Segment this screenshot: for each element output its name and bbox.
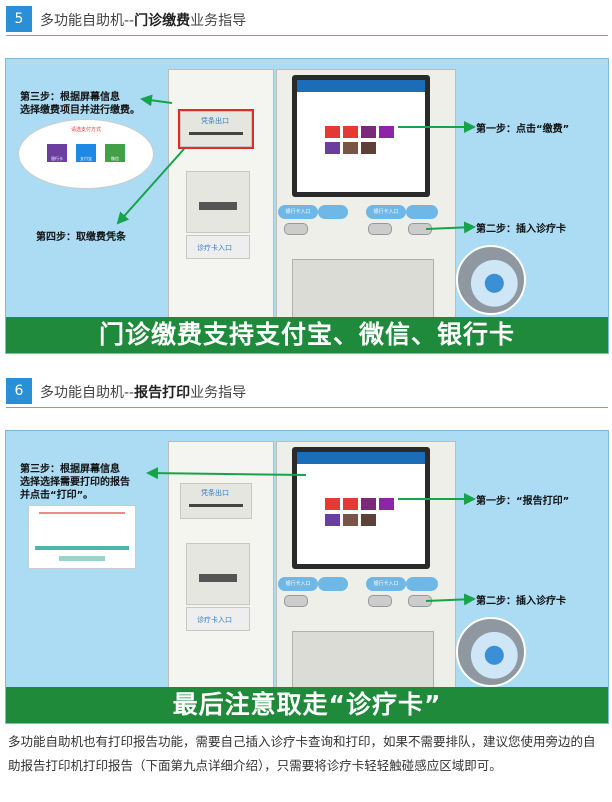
card-slot-button xyxy=(318,577,348,591)
kiosk-screen xyxy=(297,452,425,564)
section-5-header: 5 多功能自助机--门诊缴费业务指导 xyxy=(6,6,608,36)
pay-option-alipay: 支付宝 xyxy=(76,144,96,162)
report-list-thumbnail xyxy=(28,505,136,569)
arrow-step-2 xyxy=(425,221,476,234)
doc-print-button xyxy=(59,556,105,561)
step-arrows xyxy=(146,467,476,606)
screen-header xyxy=(297,80,425,92)
screen-tile xyxy=(361,514,376,526)
screen-tile xyxy=(325,126,340,138)
screen-tile xyxy=(343,142,358,154)
card-insert-photo xyxy=(456,617,526,687)
kiosk-screen xyxy=(297,80,425,192)
payment-method-popup: 请选支付方式 银行卡 支付宝 微信 xyxy=(18,119,154,189)
card-slot xyxy=(284,595,308,607)
step-2-instruction: 第二步：插入诊疗卡 xyxy=(476,596,566,607)
card-label-small: 诊疗卡入口 xyxy=(197,244,232,252)
popup-title: 请选支付方式 xyxy=(70,127,101,133)
payment-banner: 门诊缴费支持支付宝、微信、银行卡 xyxy=(6,317,608,353)
step-3-instruction: 第三步：根据屏幕信息 选择选择需要打印的报告 并点击“打印”。 xyxy=(20,464,130,501)
screen-tile xyxy=(325,514,340,526)
payment-guide-illustration: 凭条出口 诊疗卡入口 银行卡入口 银行卡入口 请选支付方式 银行卡 支付宝 xyxy=(5,58,609,354)
section-number: 5 xyxy=(6,6,32,32)
receipt-slot-panel: 凭条出口 xyxy=(180,111,252,147)
card-slot xyxy=(368,223,392,235)
screen-tile xyxy=(361,126,376,138)
card-slot xyxy=(368,595,392,607)
receipt-slot xyxy=(189,132,243,135)
card-insert-photo xyxy=(456,245,526,315)
screen-tile xyxy=(361,498,376,510)
step-3-instruction: 第三步：根据屏幕信息 选择缴费项目并进行缴费。 xyxy=(20,92,140,116)
screen-tile xyxy=(325,498,340,510)
receipt-highlight-box xyxy=(178,109,254,149)
card-slot-button xyxy=(318,205,348,219)
step-4-instruction: 第四步：取缴费凭条 xyxy=(36,232,126,243)
screen-tile xyxy=(343,126,358,138)
card-slot-label-right: 银行卡入口 xyxy=(366,205,406,219)
section-title: 多功能自助机--报告打印业务指导 xyxy=(40,385,247,401)
step-arrows xyxy=(116,94,476,234)
arrow-step-2 xyxy=(425,593,476,606)
printer-slot xyxy=(199,202,237,210)
cash-module xyxy=(292,631,434,691)
receipt-slot xyxy=(189,504,243,507)
pay-option-bankcard: 银行卡 xyxy=(47,144,67,162)
step-1-instruction: 第一步：“报告打印” xyxy=(476,496,570,507)
screen-tile xyxy=(325,142,340,154)
card-slot-label-far-right xyxy=(406,205,438,219)
take-card-banner: 最后注意取走“诊疗卡” xyxy=(6,687,608,723)
header-rule xyxy=(6,407,608,408)
screen-tile xyxy=(379,498,394,510)
screen-tile xyxy=(361,142,376,154)
section-6-header: 6 多功能自助机--报告打印业务指导 xyxy=(6,378,608,408)
kiosk-screen-frame xyxy=(292,447,430,569)
screen-tile xyxy=(343,498,358,510)
header-rule xyxy=(6,35,608,36)
section-title: 多功能自助机--门诊缴费业务指导 xyxy=(40,13,247,29)
arrow-step-3 xyxy=(140,94,173,107)
card-slot-label-left: 银行卡入口 xyxy=(278,577,318,591)
arrow-step-4 xyxy=(116,148,185,225)
doc-title-line xyxy=(39,512,125,514)
cash-module xyxy=(292,259,434,321)
screen-header xyxy=(297,452,425,464)
report-print-guide-illustration: 凭条出口 诊疗卡入口 银行卡入口 银行卡入口 第三步：根据屏幕信息 选 xyxy=(5,430,609,724)
card-entry-plate: 诊疗卡入口 xyxy=(186,607,250,631)
card-entry-plate: 诊疗卡入口 xyxy=(186,235,250,259)
card-slot-label-right: 银行卡入口 xyxy=(366,577,406,591)
receipt-slot-panel: 凭条出口 xyxy=(180,483,252,519)
doc-selected-row xyxy=(35,546,129,550)
section-number: 6 xyxy=(6,378,32,404)
printer-module xyxy=(186,543,250,605)
receipt-label: 凭条出口 xyxy=(201,117,229,125)
card-slot-label-far-right xyxy=(406,577,438,591)
kiosk-screen-frame xyxy=(292,75,430,197)
card-slot-label-left: 银行卡入口 xyxy=(278,205,318,219)
screen-tile xyxy=(343,514,358,526)
screen-tile xyxy=(379,126,394,138)
arrow-step-3 xyxy=(146,467,307,480)
step-2-instruction: 第二步：插入诊疗卡 xyxy=(476,224,566,235)
description-paragraph: 多功能自助机也有打印报告功能，需要自己插入诊疗卡查询和打印，如果不需要排队，建议… xyxy=(8,734,596,773)
pay-option-wechat: 微信 xyxy=(105,144,125,162)
printer-slot xyxy=(199,574,237,582)
receipt-label: 凭条出口 xyxy=(201,489,229,497)
printer-module xyxy=(186,171,250,233)
card-slot xyxy=(284,223,308,235)
step-1-instruction: 第一步：点击“缴费” xyxy=(476,124,570,135)
card-label-small: 诊疗卡入口 xyxy=(197,616,232,624)
